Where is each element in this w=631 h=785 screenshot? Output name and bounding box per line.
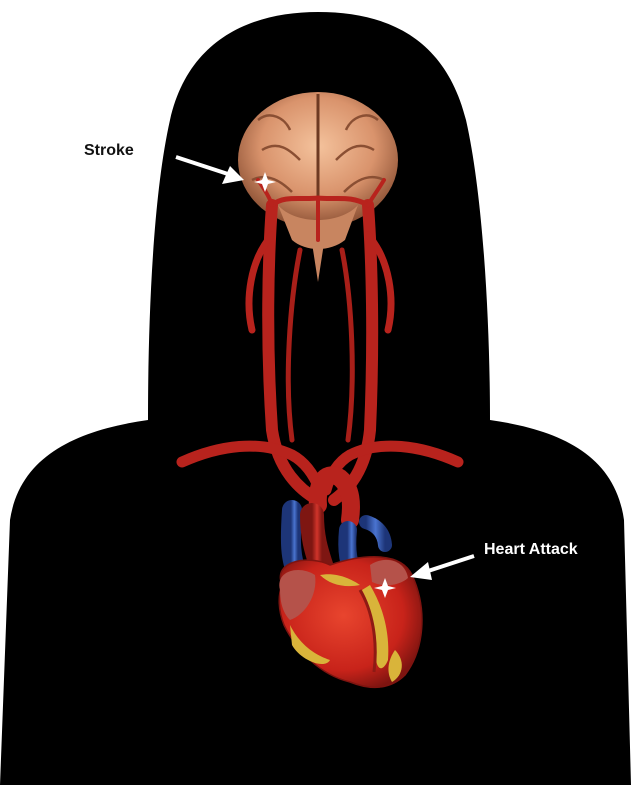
stroke-label: Stroke — [84, 142, 134, 160]
heart-attack-label: Heart Attack — [484, 541, 578, 559]
